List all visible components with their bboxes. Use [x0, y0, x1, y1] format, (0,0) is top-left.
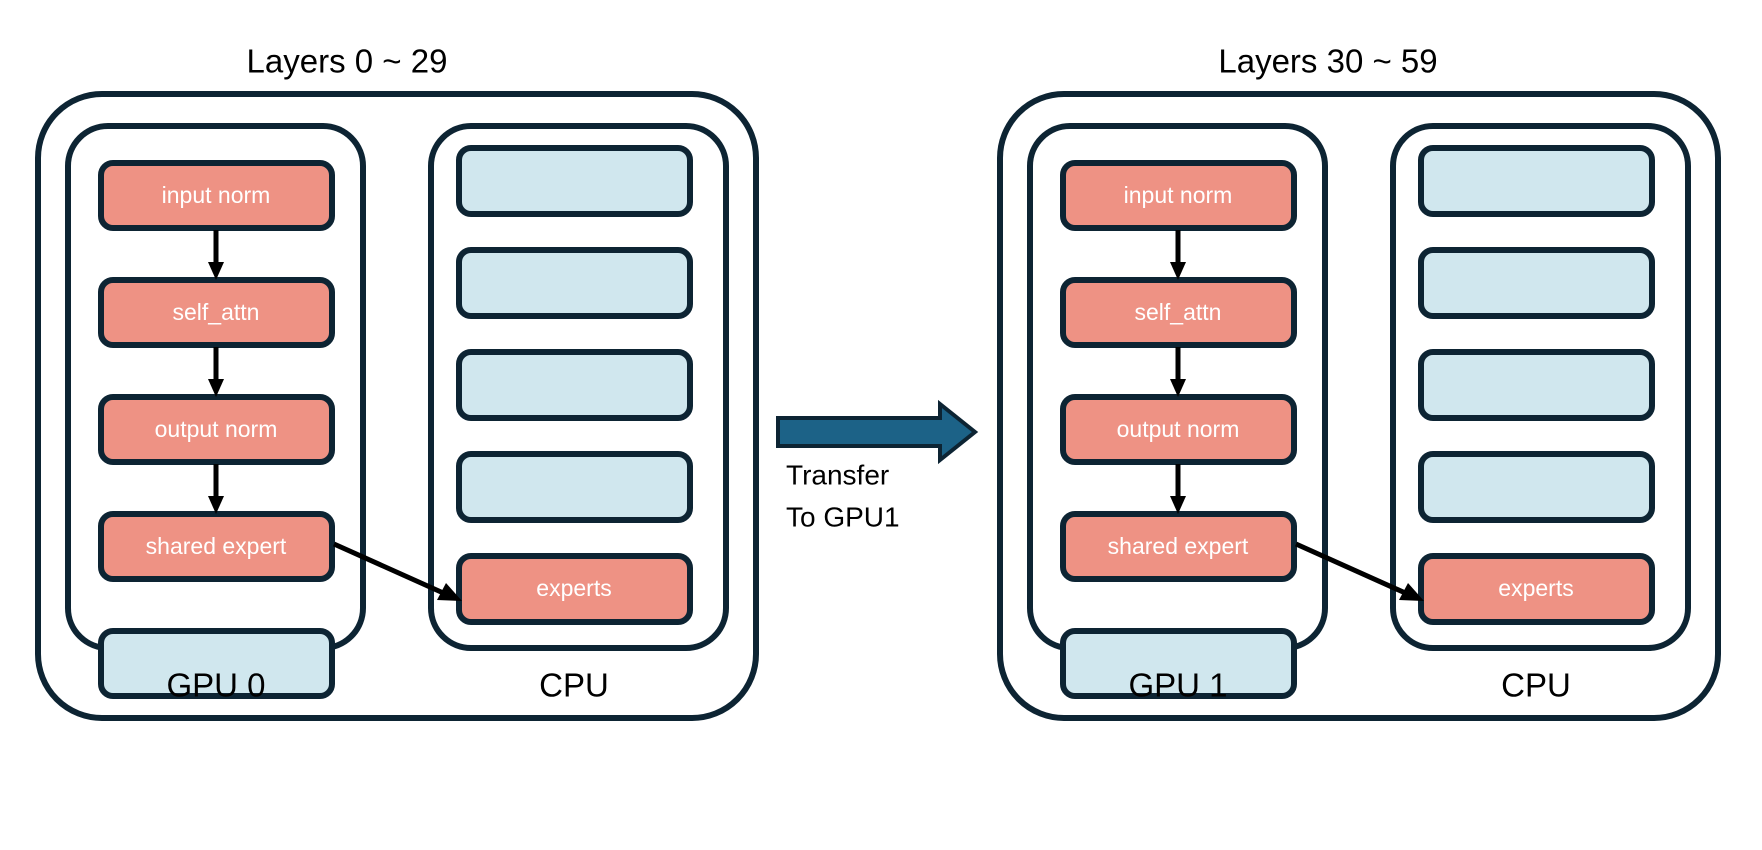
gpu1-block-shared-expert[interactable] [1060, 511, 1297, 582]
gpu1-block-input-norm-label: input norm [1124, 182, 1233, 208]
gpu0-flow-arrowhead-3 [208, 496, 224, 514]
gpu0-block-output-norm[interactable] [98, 394, 335, 465]
cpu0-block-3[interactable] [456, 349, 693, 421]
transfer-label-line1: Transfer [786, 459, 889, 490]
cpu0-block-2[interactable] [456, 247, 693, 319]
gpu0-block-self-attn-label: self_attn [173, 299, 260, 325]
gpu0-block-input-norm-label: input norm [162, 182, 271, 208]
cpu1-block-experts[interactable] [1418, 553, 1655, 625]
gpu0-block-empty[interactable] [98, 628, 335, 699]
panel-left-offload-arrowhead [437, 583, 462, 601]
transfer-label-line2: To GPU1 [786, 501, 900, 532]
gpu1-flow-arrowhead-1 [1170, 262, 1186, 280]
gpu1-block-output-norm-label: output norm [1117, 416, 1240, 442]
gpu1-block-self-attn[interactable] [1060, 277, 1297, 348]
gpu1-flow-arrowhead-3 [1170, 496, 1186, 514]
panel-left-title: Layers 0 ~ 29 [247, 43, 448, 80]
column-gpu1: input norm self_attn output norm shared … [1027, 123, 1328, 704]
cpu1-block-4[interactable] [1418, 451, 1655, 523]
gpu1-device-label: GPU 1 [1128, 667, 1227, 704]
gpu0-block-input-norm[interactable] [98, 160, 335, 231]
cpu0-block-4[interactable] [456, 451, 693, 523]
transfer-arrow [776, 399, 979, 465]
cpu1-block-2[interactable] [1418, 247, 1655, 319]
gpu1-block-shared-expert-label: shared expert [1108, 533, 1249, 559]
cpu1-block-3[interactable] [1418, 349, 1655, 421]
column-cpu0: experts CPU [428, 123, 729, 704]
cpu0-block-1[interactable] [456, 145, 693, 217]
cpu1-block-1[interactable] [1418, 145, 1655, 217]
panel-left-offload-arrow [332, 541, 452, 599]
panel-right: Layers 30 ~ 59 input norm self_attn outp… [997, 43, 1721, 721]
panel-right-offload-arrowhead [1399, 583, 1424, 601]
gpu1-block-output-norm[interactable] [1060, 394, 1297, 465]
cpu0-block-experts[interactable] [456, 553, 693, 625]
gpu1-flow-arrowhead-2 [1170, 379, 1186, 397]
gpu0-block-shared-expert-label: shared expert [146, 533, 287, 559]
panel-left: Layers 0 ~ 29 input norm self_attn outpu… [35, 43, 759, 721]
gpu0-flow-arrowhead-1 [208, 262, 224, 280]
cpu0-block-experts-label: experts [536, 575, 611, 601]
cpu1-device-label: CPU [1501, 667, 1571, 704]
cpu0-device-label: CPU [539, 667, 609, 704]
gpu0-block-self-attn[interactable] [98, 277, 335, 348]
gpu0-flow-arrowhead-2 [208, 379, 224, 397]
column-cpu1: experts CPU [1390, 123, 1691, 704]
gpu0-block-shared-expert[interactable] [98, 511, 335, 582]
transfer-arrow-group: Transfer To GPU1 [776, 399, 979, 532]
gpu1-block-self-attn-label: self_attn [1135, 299, 1222, 325]
panel-right-offload-arrow [1294, 541, 1414, 599]
gpu0-block-output-norm-label: output norm [155, 416, 278, 442]
cpu1-block-experts-label: experts [1498, 575, 1573, 601]
column-gpu0: input norm self_attn output norm shared … [65, 123, 366, 704]
gpu1-block-input-norm[interactable] [1060, 160, 1297, 231]
gpu1-block-empty[interactable] [1060, 628, 1297, 699]
gpu0-device-label: GPU 0 [166, 667, 265, 704]
panel-right-title: Layers 30 ~ 59 [1218, 43, 1437, 80]
